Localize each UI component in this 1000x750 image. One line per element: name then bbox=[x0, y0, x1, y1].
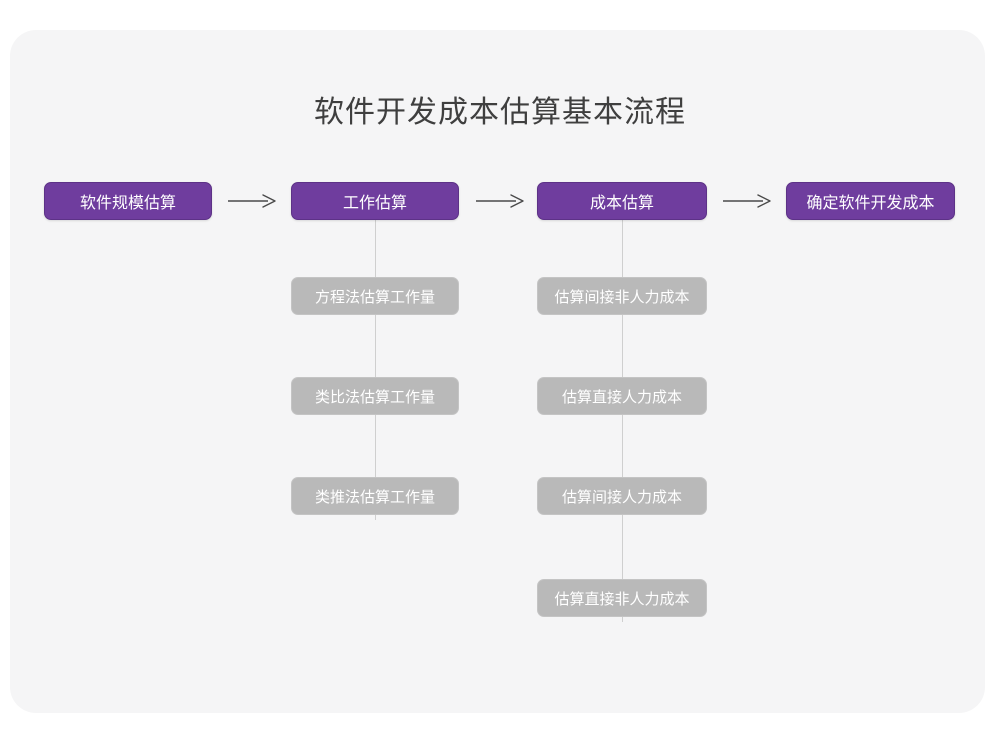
substep-node-stage-2-3[interactable]: 类推法估算工作量 bbox=[291, 477, 459, 515]
node-label: 软件规模估算 bbox=[79, 193, 176, 212]
stage-node-stage-1[interactable]: 软件规模估算 bbox=[44, 182, 212, 220]
flow-arrow bbox=[476, 189, 524, 213]
node-label: 方程法估算工作量 bbox=[314, 287, 435, 306]
substep-node-stage-2-1[interactable]: 方程法估算工作量 bbox=[291, 277, 459, 315]
substep-node-stage-3-3[interactable]: 估算间接人力成本 bbox=[537, 477, 707, 515]
node-label: 工作估算 bbox=[342, 193, 407, 212]
connector-line bbox=[622, 220, 623, 622]
connector-line bbox=[375, 220, 376, 520]
node-label: 确定软件开发成本 bbox=[806, 193, 935, 212]
page-title: 软件开发成本估算基本流程 bbox=[314, 95, 686, 130]
substep-node-stage-3-2[interactable]: 估算直接人力成本 bbox=[537, 377, 707, 415]
node-label: 估算直接非人力成本 bbox=[554, 589, 690, 608]
flow-arrow bbox=[228, 189, 276, 213]
node-label: 类推法估算工作量 bbox=[314, 487, 435, 506]
node-label: 估算直接人力成本 bbox=[561, 387, 682, 406]
node-label: 类比法估算工作量 bbox=[314, 387, 435, 406]
substep-node-stage-3-1[interactable]: 估算间接非人力成本 bbox=[537, 277, 707, 315]
stage-node-stage-3[interactable]: 成本估算 bbox=[537, 182, 707, 220]
node-label: 成本估算 bbox=[589, 193, 654, 212]
card-background bbox=[10, 30, 985, 713]
stage-node-stage-2[interactable]: 工作估算 bbox=[291, 182, 459, 220]
node-label: 估算间接人力成本 bbox=[561, 487, 682, 506]
substep-node-stage-2-2[interactable]: 类比法估算工作量 bbox=[291, 377, 459, 415]
substep-node-stage-3-4[interactable]: 估算直接非人力成本 bbox=[537, 579, 707, 617]
node-label: 估算间接非人力成本 bbox=[554, 287, 690, 306]
flow-arrow bbox=[723, 189, 771, 213]
stage-node-stage-4[interactable]: 确定软件开发成本 bbox=[786, 182, 955, 220]
